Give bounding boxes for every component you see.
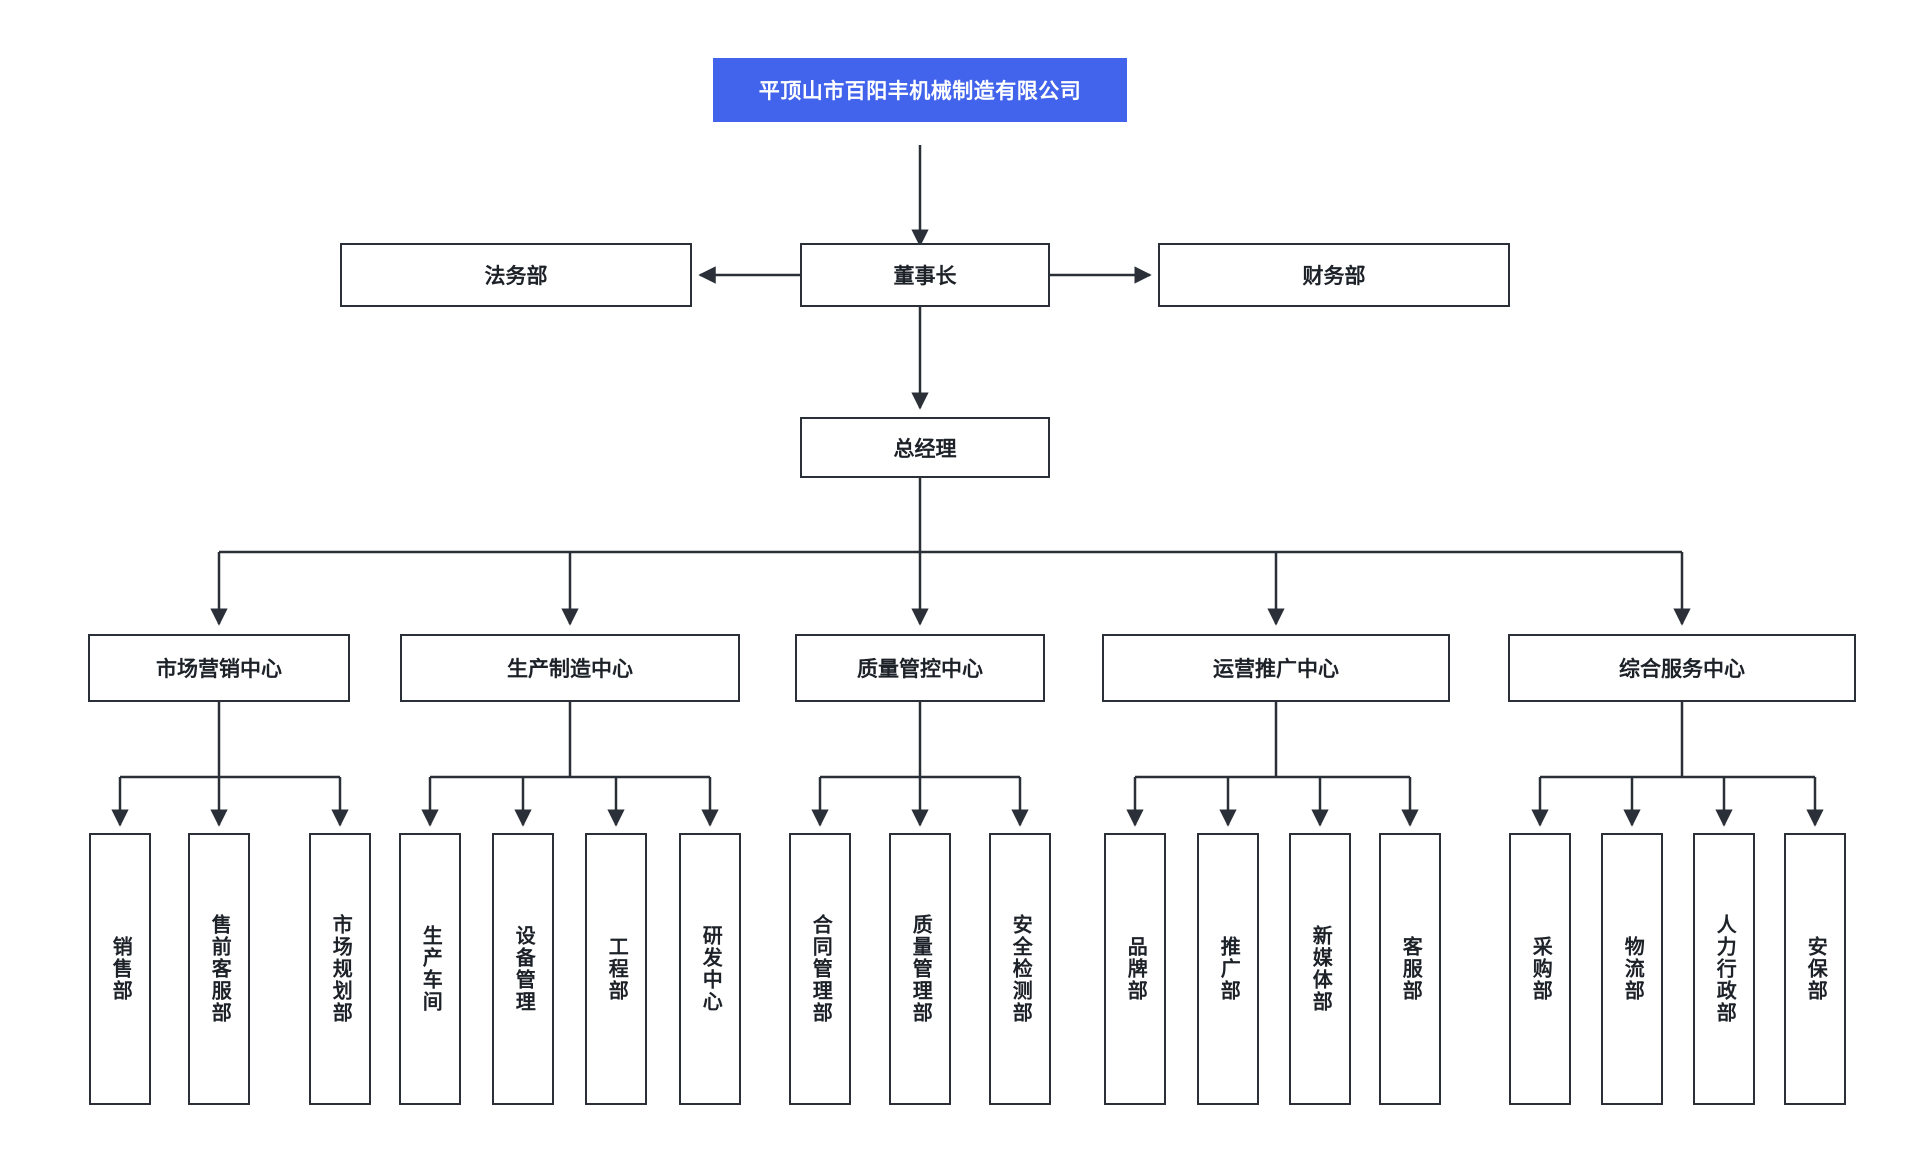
node-dept-promotion[interactable]: 推广部 [1197,833,1259,1105]
node-dept-procurement[interactable]: 采购部 [1509,833,1571,1105]
node-dept-production-workshop[interactable]: 生产车间 [399,833,461,1105]
node-dept-brand[interactable]: 品牌部 [1104,833,1166,1105]
node-label: 品牌部 [1124,936,1147,1002]
node-finance-department[interactable]: 财务部 [1158,243,1510,307]
node-dept-rnd-center[interactable]: 研发中心 [679,833,741,1105]
node-label: 工程部 [605,936,628,1002]
node-label: 新媒体部 [1309,925,1332,1013]
node-label: 综合服务中心 [1619,658,1745,681]
node-label: 平顶山市百阳丰机械制造有限公司 [758,80,1082,103]
node-dept-presales-service[interactable]: 售前客服部 [188,833,250,1105]
node-label: 生产制造中心 [507,658,633,681]
node-dept-hr-administration[interactable]: 人力行政部 [1693,833,1755,1105]
node-general-manager[interactable]: 总经理 [800,417,1050,478]
node-center-quality[interactable]: 质量管控中心 [795,634,1045,702]
node-label: 质量管理部 [909,914,932,1024]
node-center-marketing[interactable]: 市场营销中心 [88,634,350,702]
node-center-general-services[interactable]: 综合服务中心 [1508,634,1856,702]
node-label: 采购部 [1529,936,1552,1002]
node-label: 董事长 [893,265,957,288]
node-label: 安保部 [1804,936,1827,1002]
node-label: 售前客服部 [208,914,231,1024]
node-legal-department[interactable]: 法务部 [340,243,692,307]
node-dept-logistics[interactable]: 物流部 [1601,833,1663,1105]
node-dept-engineering[interactable]: 工程部 [585,833,647,1105]
node-company-root[interactable]: 平顶山市百阳丰机械制造有限公司 [713,58,1127,122]
node-label: 财务部 [1302,265,1366,288]
node-label: 安全检测部 [1009,914,1032,1024]
node-dept-market-planning[interactable]: 市场规划部 [309,833,371,1105]
node-label: 销售部 [109,936,132,1002]
node-dept-security[interactable]: 安保部 [1784,833,1846,1105]
node-chairman[interactable]: 董事长 [800,243,1050,307]
node-dept-quality-management[interactable]: 质量管理部 [889,833,951,1105]
node-label: 质量管控中心 [857,658,983,681]
node-label: 市场规划部 [329,914,352,1024]
node-label: 推广部 [1217,936,1240,1002]
node-label: 客服部 [1399,936,1422,1002]
node-center-manufacturing[interactable]: 生产制造中心 [400,634,740,702]
node-label: 设备管理 [512,925,535,1013]
node-dept-new-media[interactable]: 新媒体部 [1289,833,1351,1105]
node-label: 运营推广中心 [1213,658,1339,681]
node-label: 总经理 [893,437,957,461]
node-label: 生产车间 [419,925,442,1013]
node-label: 合同管理部 [809,914,832,1024]
node-dept-customer-service[interactable]: 客服部 [1379,833,1441,1105]
node-label: 市场营销中心 [156,658,282,681]
node-label: 物流部 [1621,936,1644,1002]
node-center-operations[interactable]: 运营推广中心 [1102,634,1450,702]
node-dept-equipment-management[interactable]: 设备管理 [492,833,554,1105]
node-label: 法务部 [484,265,548,288]
node-label: 研发中心 [699,925,722,1013]
node-dept-contract-management[interactable]: 合同管理部 [789,833,851,1105]
node-dept-sales[interactable]: 销售部 [89,833,151,1105]
node-dept-safety-inspection[interactable]: 安全检测部 [989,833,1051,1105]
node-label: 人力行政部 [1713,914,1736,1024]
